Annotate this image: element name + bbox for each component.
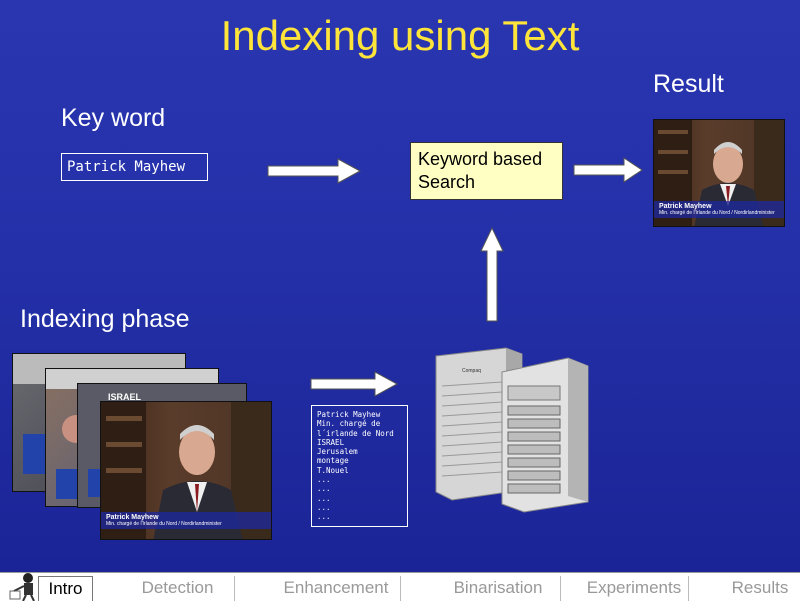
tab-separator <box>688 576 689 601</box>
frame-caption: ISRAEL <box>108 392 142 402</box>
server-brand: Compaq <box>462 368 481 374</box>
video-frame-4: Patrick Mayhew Min. chargé de l'Irlande … <box>100 401 272 540</box>
frame-caption-bar: Patrick Mayhew Min. chargé de l'Irlande … <box>101 512 271 529</box>
index-line: ... <box>317 484 331 494</box>
index-line: ... <box>317 493 331 503</box>
tab-binarisation[interactable]: Binarisation <box>453 578 543 597</box>
arrow-right-icon <box>267 158 362 184</box>
presenter-logo-icon <box>8 571 42 602</box>
search-box-line-2: Search <box>418 172 476 192</box>
index-line: montage <box>317 456 349 466</box>
person-icon <box>654 120 784 226</box>
result-caption: Patrick Mayhew Min. chargé de l'Irlande … <box>654 201 784 218</box>
indexing-heading: Indexing phase <box>20 305 190 333</box>
tab-results[interactable]: Results <box>731 578 789 597</box>
tab-experiments[interactable]: Experiments <box>586 578 682 597</box>
arrow-right-icon <box>310 371 399 397</box>
tab-enhancement[interactable]: Enhancement <box>283 578 389 597</box>
index-line: l´irlande de Nord <box>317 428 394 438</box>
frame-caption-name: Patrick Mayhew <box>106 514 159 521</box>
index-text-box: Patrick Mayhew Min. chargé de l´irlande … <box>311 405 408 527</box>
keyword-search-box: Keyword based Search <box>410 142 563 200</box>
result-caption-sub: Min. chargé de l'Irlande du Nord / Nordi… <box>659 210 775 216</box>
server-icon: Compaq <box>435 347 589 513</box>
result-heading: Result <box>653 70 724 98</box>
keyword-heading: Key word <box>61 104 166 132</box>
index-line: Min. chargé de <box>317 419 381 429</box>
index-line: ... <box>317 502 331 512</box>
nav-bar: Intro Detection Enhancement Binarisation… <box>0 571 800 602</box>
arrow-right-icon <box>573 157 643 183</box>
tab-separator <box>234 576 235 601</box>
tab-separator <box>400 576 401 601</box>
tab-detection[interactable]: Detection <box>141 578 214 597</box>
index-line: Patrick Mayhew <box>317 410 381 419</box>
search-box-line-1: Keyword based <box>418 149 543 169</box>
index-line: Jerusalem <box>317 447 358 457</box>
slide-title: Indexing using Text <box>220 12 580 59</box>
index-line: ... <box>317 475 331 485</box>
index-line: T.Nouel <box>317 465 349 475</box>
tab-intro[interactable]: Intro <box>38 576 93 601</box>
keyword-box: Patrick Mayhew <box>61 153 208 181</box>
arrow-up-icon <box>480 226 504 322</box>
index-line: ISRAEL <box>317 437 345 447</box>
index-line: ... <box>317 512 331 522</box>
frame-caption-sub: Min. chargé de l'Irlande du Nord / Nordi… <box>106 521 222 527</box>
slide: Indexing using Text Key word Patrick May… <box>0 0 800 572</box>
result-image: Patrick Mayhew Min. chargé de l'Irlande … <box>653 119 785 227</box>
result-caption-name: Patrick Mayhew <box>659 203 712 210</box>
tab-separator <box>560 576 561 601</box>
